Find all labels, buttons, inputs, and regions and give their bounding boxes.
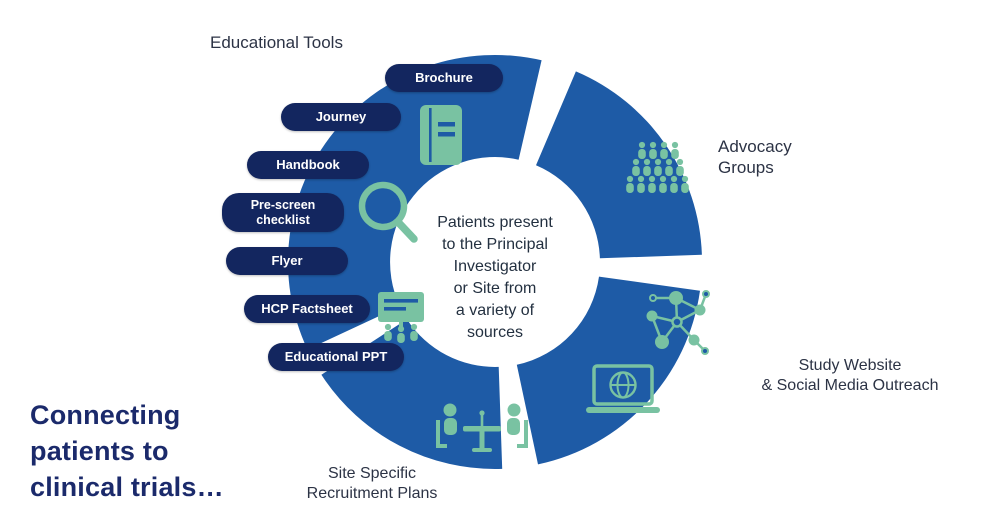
pill-handbook: Handbook bbox=[247, 151, 369, 179]
pill-prescreen-checklist: Pre-screen checklist bbox=[222, 193, 344, 232]
presentation-icon bbox=[378, 292, 424, 343]
advocacy-groups-label: Advocacy Groups bbox=[718, 137, 792, 178]
pill-brochure: Brochure bbox=[385, 64, 503, 92]
center-text: Patients present to the Principal Invest… bbox=[437, 214, 553, 342]
study-website-label: Study Website & Social Media Outreach bbox=[761, 357, 939, 394]
pill-journey: Journey bbox=[281, 103, 401, 131]
site-specific-label: Site Specific Recruitment Plans bbox=[306, 465, 438, 502]
pill-hcp-factsheet: HCP Factsheet bbox=[244, 295, 370, 323]
search-icon bbox=[358, 181, 418, 243]
pill-flyer: Flyer bbox=[226, 247, 348, 275]
segment-advocacy-groups bbox=[536, 71, 702, 259]
brochure-icon bbox=[420, 105, 462, 165]
educational-tools-title: Educational Tools bbox=[210, 33, 343, 52]
main-heading: Connecting patients to clinical trials… bbox=[30, 400, 224, 502]
meeting-table-icon bbox=[436, 403, 528, 452]
network-icon bbox=[646, 290, 710, 355]
pill-educational-ppt: Educational PPT bbox=[268, 343, 404, 371]
laptop-globe-icon bbox=[586, 364, 660, 413]
